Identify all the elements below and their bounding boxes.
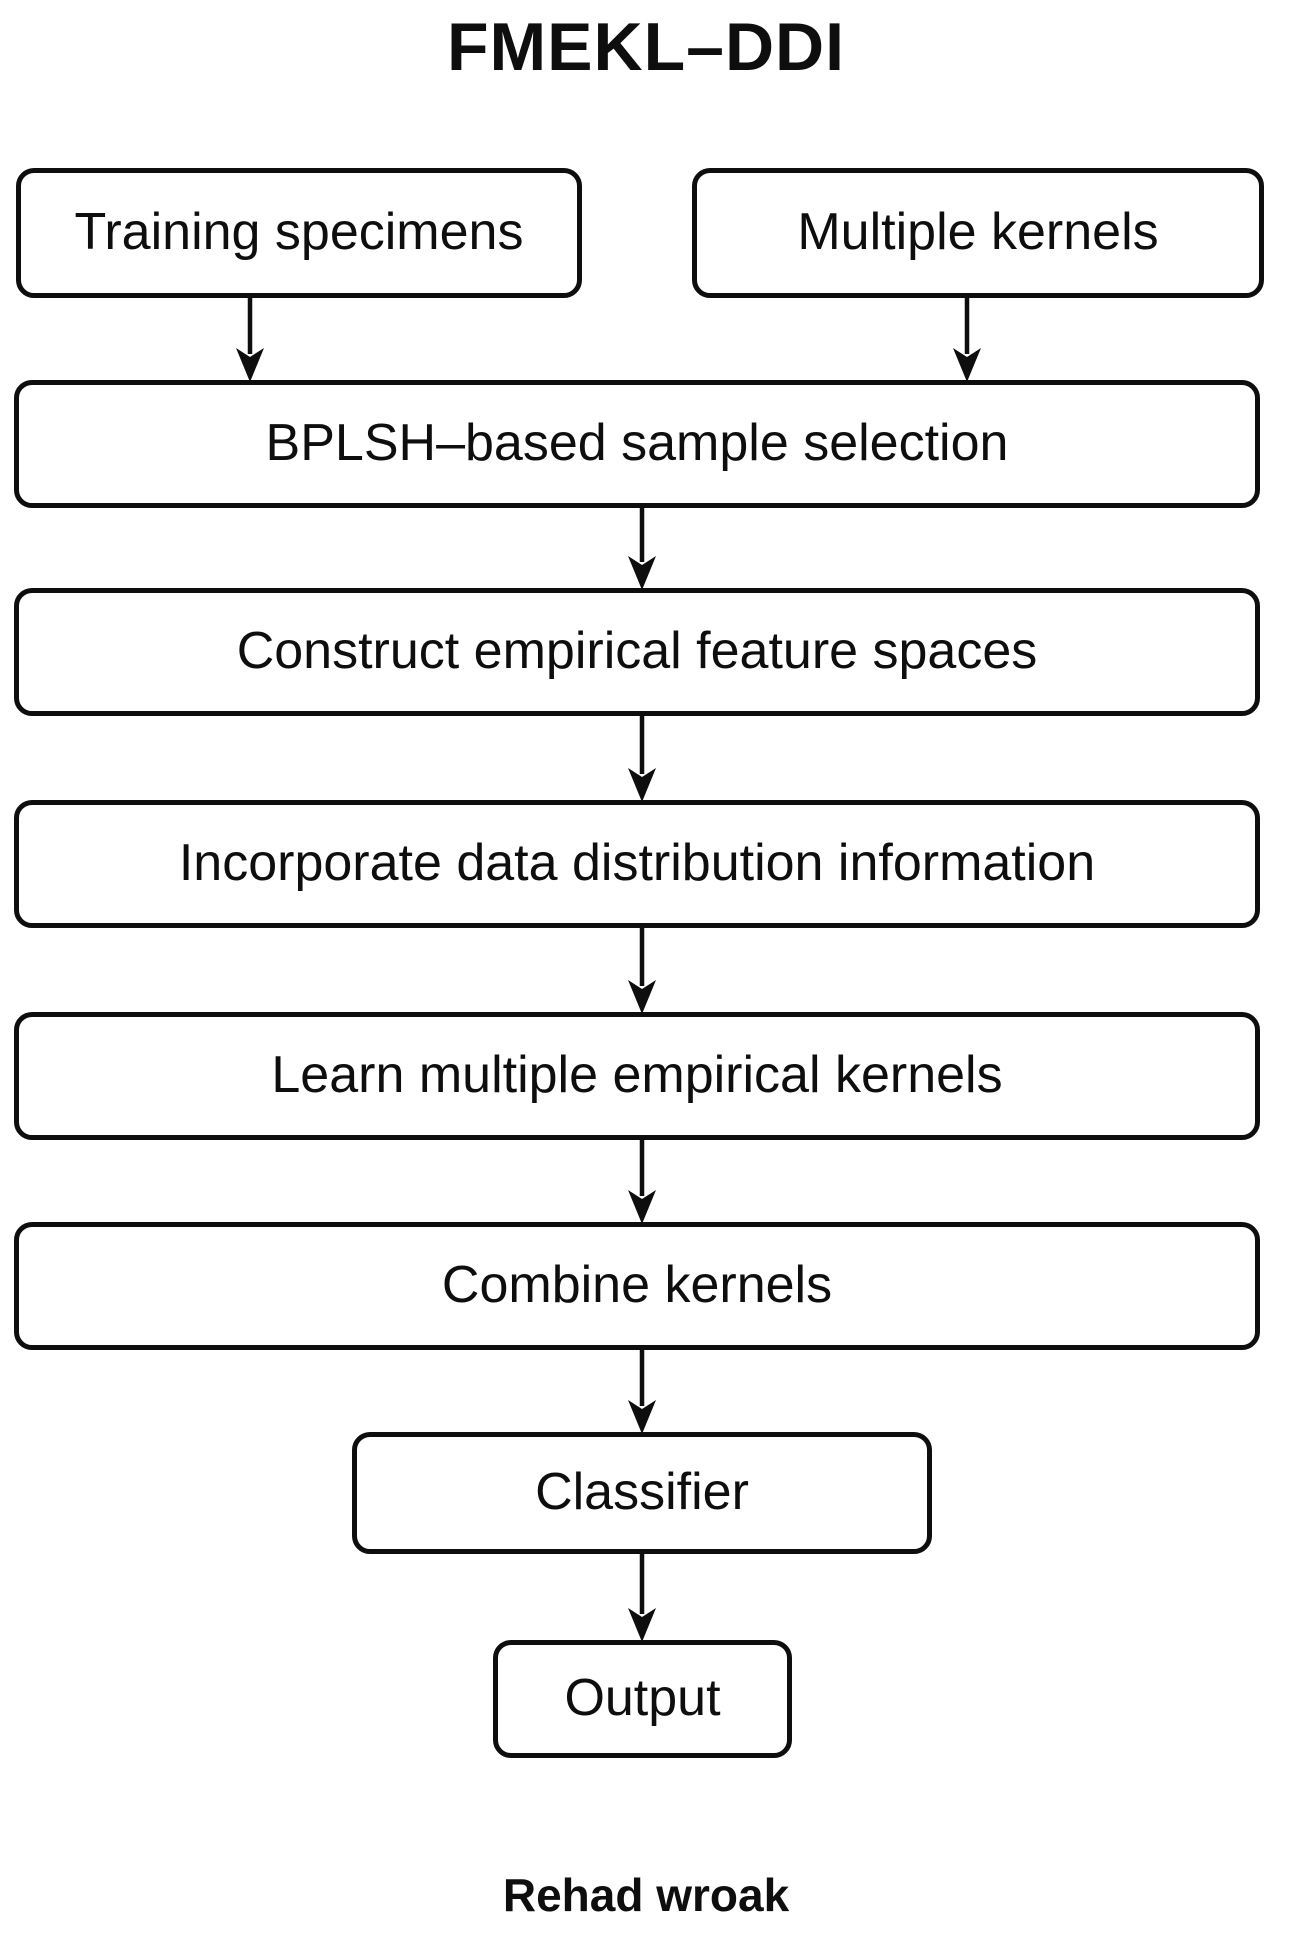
node-label: Training specimens [74,203,524,262]
node-label: Combine kernels [441,1256,833,1315]
node-label: BPLSH–based sample selection [265,414,1009,473]
node-classifier: Classifier [352,1432,932,1554]
arrow-training-to-bplsh [232,298,268,382]
arrow-incorporate-to-learn [624,928,660,1014]
node-training-specimens: Training specimens [16,168,582,298]
node-combine-kernels: Combine kernels [14,1222,1260,1350]
arrow-construct-to-incorporate [624,716,660,802]
diagram-title: FMEKL–DDI [446,9,846,85]
node-label: Multiple kernels [797,203,1159,262]
node-label: Construct empirical feature spaces [236,622,1038,681]
arrow-bplsh-to-construct [624,508,660,590]
node-bplsh-sample-selection: BPLSH–based sample selection [14,380,1260,508]
node-learn-empirical-kernels: Learn multiple empirical kernels [14,1012,1260,1140]
node-label: Classifier [535,1463,749,1522]
arrow-kernels-to-bplsh [949,298,985,382]
node-multiple-kernels: Multiple kernels [692,168,1264,298]
arrow-learn-to-combine [624,1140,660,1224]
node-incorporate-data-distribution: Incorporate data distribution informatio… [14,800,1260,928]
arrow-combine-to-classifier [624,1350,660,1434]
node-construct-feature-spaces: Construct empirical feature spaces [14,588,1260,716]
figure-caption: Rehad wroak [502,1869,790,1921]
arrow-classifier-to-output [624,1554,660,1642]
node-label: Output [564,1669,721,1728]
node-label: Learn multiple empirical kernels [271,1046,1003,1105]
node-label: Incorporate data distribution informatio… [178,834,1096,893]
node-output: Output [493,1640,792,1758]
